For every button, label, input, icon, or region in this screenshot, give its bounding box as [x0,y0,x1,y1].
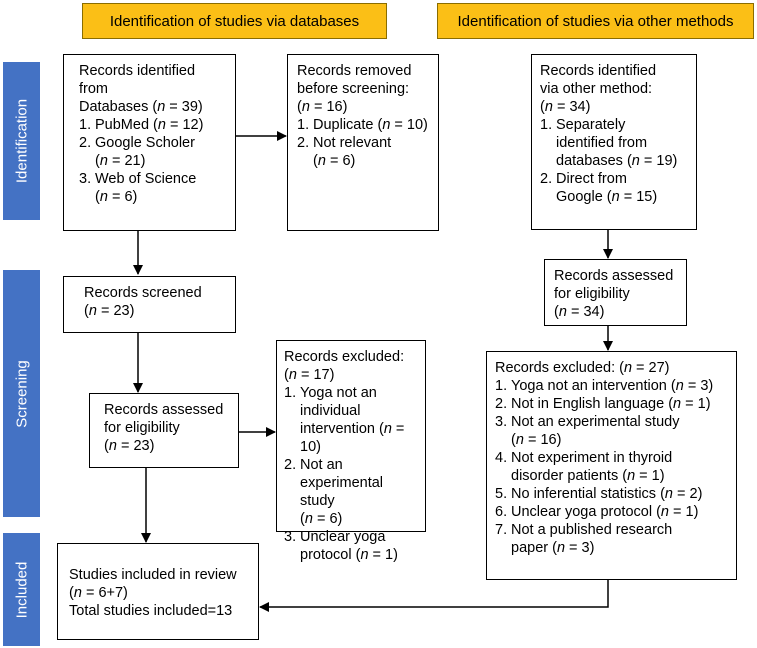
list-item: 2.Not relevant (n = 6) [297,134,430,170]
list-item: 1.PubMed (n = 12) [79,116,227,134]
header-other-methods: Identification of studies via other meth… [437,3,754,39]
box-line: (n = 34) [540,99,591,115]
list-item: 3.Web of Science (n = 6) [79,170,227,206]
list-item-number: 4. [495,450,508,466]
box-line: for eligibility [104,420,180,436]
header-databases: Identification of studies via databases [82,3,387,39]
list-item-text: Separately identified from databases (n … [556,117,678,169]
list-item: 7.Not a published research paper (n = 3) [495,521,728,557]
list-item-text: Unclear yoga protocol (n = 1) [511,504,699,520]
box-line: Records excluded: (n = 27) [495,360,670,376]
stage-screening: Screening [3,270,40,517]
box-list: 1.PubMed (n = 12)2.Google Scholer (n = 2… [79,116,227,206]
list-item-number: 1. [79,117,92,133]
box-line: Databases (n = 39) [79,99,203,115]
list-item-number: 2. [297,135,310,151]
box-line: (n = 17) [284,367,335,383]
list-item: 3.Unclear yoga protocol (n = 1) [284,528,417,564]
list-item: 2.Google Scholer (n = 21) [79,134,227,170]
box-line: Records identified [79,63,196,79]
list-item-number: 7. [495,522,508,538]
stage-included: Included [3,533,40,646]
list-item: 6.Unclear yoga protocol (n = 1) [495,503,728,521]
list-item: 1.Duplicate (n = 10) [297,116,430,134]
stage-identification: Identification [3,62,40,220]
box-line: (n = 34) [554,304,605,320]
box-line: Studies included in review [69,567,237,583]
stage-identification-label: Identification [13,98,30,184]
box-list: 1.Separately identified from databases (… [540,116,688,206]
box-line: Records excluded: [284,349,405,365]
list-item-number: 2. [284,457,297,473]
box-line: Records assessed [554,268,674,284]
list-item: 2.Not in English language (n = 1) [495,395,728,413]
list-item-number: 2. [540,171,553,187]
box-line: Records identified [540,63,657,79]
box-records-identified-other: Records identified via other method: (n = … [531,54,697,230]
box-line: Records screened [84,285,202,301]
arrow-excluded-other-to-included [259,580,609,612]
box-line: (n = 16) [297,99,348,115]
list-item: 1.Yoga not an intervention (n = 3) [495,377,728,395]
list-item-number: 3. [284,529,297,545]
box-line: before screening: [297,81,410,97]
list-item: 1.Separately identified from databases (… [540,116,688,170]
list-item-text: Not an experimental study (n = 6) [300,457,384,527]
box-line: (n = 6+7) [69,585,128,601]
list-item: 5.No inferential statistics (n = 2) [495,485,728,503]
list-item-text: PubMed (n = 12) [95,117,204,133]
list-item-number: 1. [495,378,508,394]
box-line: Records removed [297,63,412,79]
list-item: 4.Not experiment in thyroid disorder pat… [495,449,728,485]
list-item-text: Not a published research paper (n = 3) [511,522,673,556]
box-list: 1.Yoga not an intervention (n = 3)2.Not … [495,377,728,557]
box-list: 1.Yoga not an individual intervention (n… [284,384,417,564]
box-records-assessed-databases: Records assessed for eligibility (n = 23) [89,393,239,468]
box-records-screened: Records screened (n = 23) [63,276,236,333]
list-item-text: Web of Science (n = 6) [95,171,197,205]
list-item-text: Yoga not an individual intervention (n =… [300,385,405,455]
box-line: from [79,81,108,97]
list-item-number: 3. [495,414,508,430]
box-line: (n = 23) [104,438,155,454]
box-records-assessed-other: Records assessed for eligibility (n = 34) [544,259,687,326]
list-item-number: 1. [297,117,310,133]
box-records-removed: Records removed before screening: (n = 16)… [287,54,439,231]
list-item-text: Yoga not an intervention (n = 3) [511,378,714,394]
list-item-number: 1. [284,385,297,401]
box-line: for eligibility [554,286,630,302]
list-item-text: Not in English language (n = 1) [511,396,711,412]
list-item-number: 5. [495,486,508,502]
list-item-text: No inferential statistics (n = 2) [511,486,703,502]
list-item: 3.Not an experimental study (n = 16) [495,413,728,449]
box-line: (n = 23) [84,303,135,319]
box-studies-included: Studies included in review (n = 6+7) Total… [57,543,259,640]
box-records-excluded-databases: Records excluded:(n = 17)1.Yoga not an i… [276,340,426,563]
list-item: 2.Direct from Google (n = 15) [540,170,688,206]
list-item: 2.Not an experimental study (n = 6) [284,456,417,528]
list-item-number: 3. [79,171,92,187]
box-line: Total studies included=13 [69,603,233,619]
list-item-text: Not experiment in thyroid disorder patie… [511,450,673,484]
list-item-number: 1. [540,117,553,133]
box-records-excluded-other: Records excluded: (n = 27)1.Yoga not an … [486,351,737,580]
list-item-number: 2. [79,135,92,151]
list-item-text: Google Scholer (n = 21) [95,135,195,169]
box-line: Records assessed [104,402,224,418]
list-item: 1.Yoga not an individual intervention (n… [284,384,417,456]
list-item-text: Not an experimental study (n = 16) [511,414,680,448]
list-item-number: 6. [495,504,508,520]
list-item-text: Unclear yoga protocol (n = 1) [300,529,398,563]
stage-screening-label: Screening [13,359,30,428]
box-line: via other method: [540,81,653,97]
list-item-text: Direct from Google (n = 15) [556,171,658,205]
list-item-text: Duplicate (n = 10) [313,117,428,133]
list-item-text: Not relevant (n = 6) [313,135,392,169]
list-item-number: 2. [495,396,508,412]
box-list: 1.Duplicate (n = 10)2.Not relevant (n = … [297,116,430,170]
stage-included-label: Included [13,561,30,618]
